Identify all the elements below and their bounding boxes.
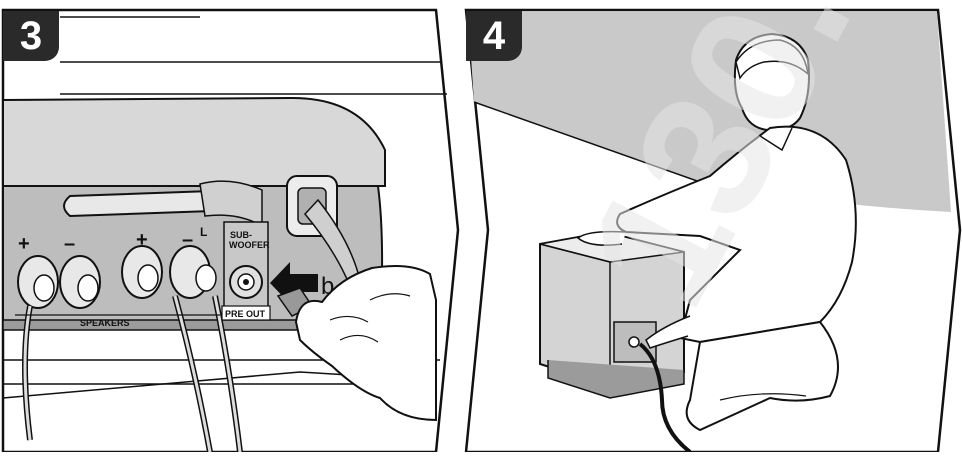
channel-label: L — [200, 225, 207, 239]
kneeling-person — [576, 32, 857, 432]
plus-label-2: + — [136, 229, 148, 251]
minus-label-1: – — [64, 233, 75, 255]
subwoofer-rca-jack — [229, 265, 263, 299]
power-inlet — [286, 175, 361, 288]
minus-label-2: – — [182, 229, 193, 251]
subwoofer-label-line2: WOOFER — [229, 240, 270, 250]
hand — [294, 265, 437, 422]
speaker-terminal-3 — [121, 245, 163, 299]
insert-arrow — [270, 262, 318, 304]
step-3-panel: + – + – L SPEAKERS — [1, 8, 460, 454]
pre-out-label: PRE OUT — [225, 309, 266, 319]
speakers-label: SPEAKERS — [80, 318, 130, 328]
subwoofer-cable — [638, 342, 692, 454]
subwoofer-label-line1: SUB- — [230, 230, 252, 240]
speaker-terminal-2 — [59, 255, 101, 309]
plus-label-1: + — [18, 233, 30, 255]
step-4-panel — [464, 8, 962, 454]
step-number-4: 4 — [466, 11, 522, 61]
step-number-3: 3 — [3, 11, 59, 61]
amplifier-top — [2, 96, 386, 187]
speaker-terminal-4 — [169, 245, 217, 299]
speaker-terminal-1 — [17, 255, 59, 309]
